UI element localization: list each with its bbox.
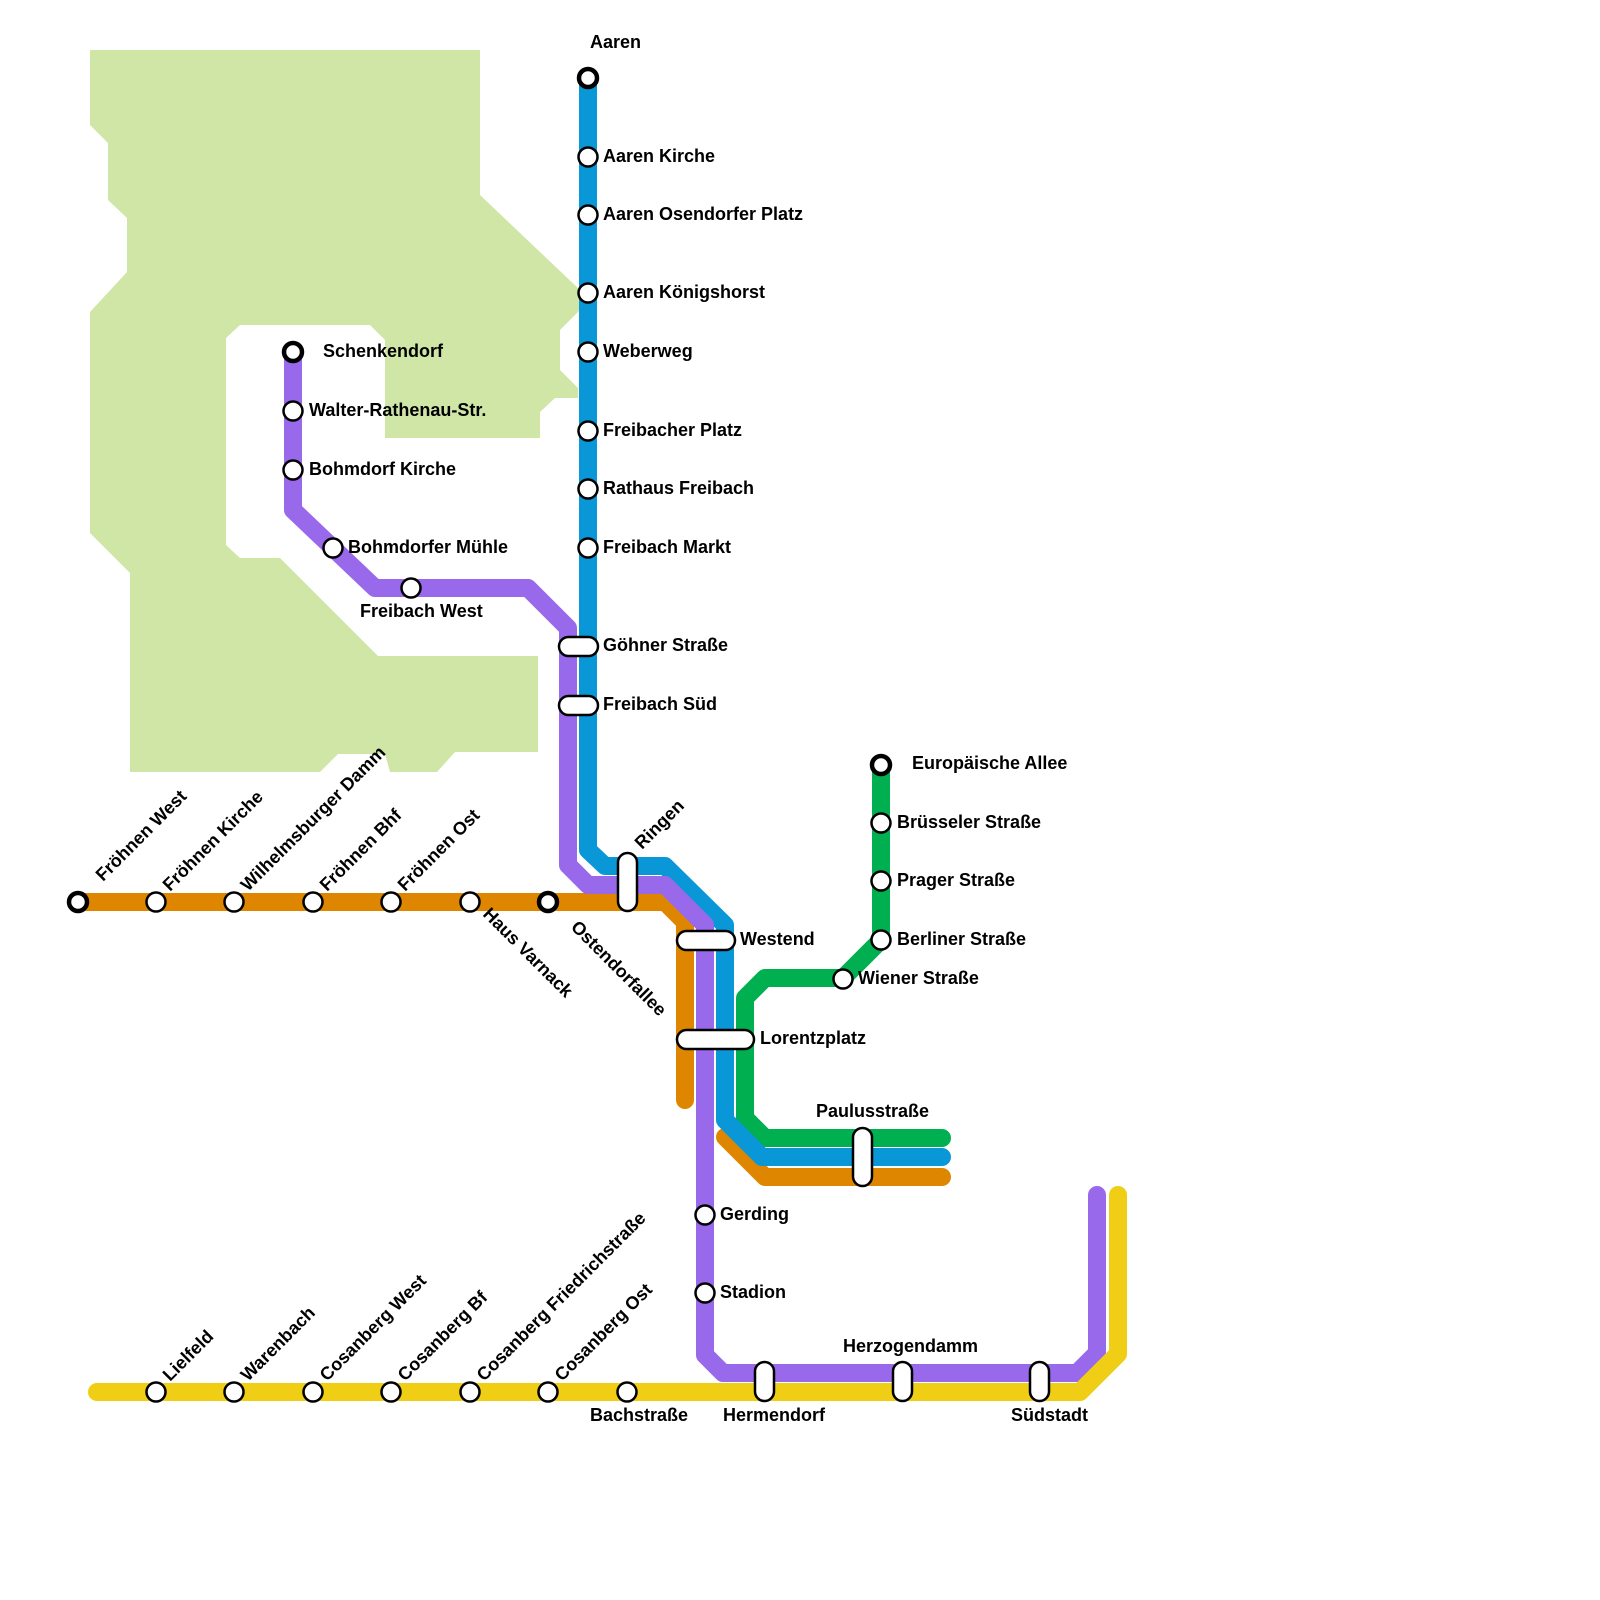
station-cosanberg-ost[interactable] bbox=[537, 1381, 559, 1403]
station-goehner-strasse[interactable] bbox=[557, 635, 600, 658]
label-berliner-strasse: Berliner Straße bbox=[897, 929, 1026, 949]
station-paulusstrasse[interactable] bbox=[851, 1126, 874, 1188]
station-ringen[interactable] bbox=[616, 851, 639, 913]
label-rathaus-freibach: Rathaus Freibach bbox=[603, 478, 754, 498]
station-rathaus-freibach[interactable] bbox=[577, 478, 599, 500]
station-wiener-strasse[interactable] bbox=[832, 968, 854, 990]
label-europaeische-allee: Europäische Allee bbox=[912, 753, 1067, 773]
station-prager-strasse[interactable] bbox=[870, 870, 892, 892]
label-lielfeld: Lielfeld bbox=[159, 1326, 218, 1385]
station-aaren-koenigshorst[interactable] bbox=[577, 282, 599, 304]
label-goehner-strasse: Göhner Straße bbox=[603, 635, 728, 655]
label-aaren-koenigshorst: Aaren Königshorst bbox=[603, 282, 765, 302]
label-hermendorf: Hermendorf bbox=[723, 1405, 826, 1425]
label-warenbach: Warenbach bbox=[237, 1303, 319, 1385]
station-aaren-osendorfer-platz[interactable] bbox=[577, 204, 599, 226]
station-ostendorfallee[interactable] bbox=[536, 890, 560, 914]
station-bohmdorf-kirche[interactable] bbox=[282, 459, 304, 481]
label-wiener-strasse: Wiener Straße bbox=[858, 968, 979, 988]
label-freibacher-platz: Freibacher Platz bbox=[603, 420, 742, 440]
orange-line bbox=[69, 893, 694, 1109]
label-bachstrasse: Bachstraße bbox=[590, 1405, 688, 1425]
station-weberweg[interactable] bbox=[577, 341, 599, 363]
label-freibach-west: Freibach West bbox=[360, 601, 483, 621]
label-lorentzplatz: Lorentzplatz bbox=[760, 1028, 866, 1048]
station-herzogendamm[interactable] bbox=[891, 1360, 914, 1403]
station-stadion[interactable] bbox=[694, 1282, 716, 1304]
label-schenkendorf: Schenkendorf bbox=[323, 341, 444, 361]
station-haus-varnack[interactable] bbox=[459, 891, 481, 913]
station-bohmdorfer-muehle[interactable] bbox=[322, 537, 344, 559]
station-warenbach[interactable] bbox=[223, 1381, 245, 1403]
station-lielfeld[interactable] bbox=[145, 1381, 167, 1403]
label-walter-rathenau: Walter-Rathenau-Str. bbox=[309, 400, 486, 420]
orange-line-east bbox=[716, 1128, 951, 1186]
label-aaren: Aaren bbox=[590, 32, 641, 52]
station-freibach-sued[interactable] bbox=[557, 694, 600, 717]
yellow-line bbox=[88, 1186, 1127, 1401]
station-bachstrasse[interactable] bbox=[616, 1381, 638, 1403]
station-cosanberg-west[interactable] bbox=[302, 1381, 324, 1403]
station-bruesseler-strasse[interactable] bbox=[870, 812, 892, 834]
label-prager-strasse: Prager Straße bbox=[897, 870, 1015, 890]
label-froehnen-ost: Fröhnen Ost bbox=[394, 805, 484, 895]
label-paulusstrasse: Paulusstraße bbox=[816, 1101, 929, 1121]
station-freibach-markt[interactable] bbox=[577, 537, 599, 559]
label-bruesseler-strasse: Brüsseler Straße bbox=[897, 812, 1041, 832]
label-haus-varnack: Haus Varnack bbox=[479, 904, 577, 1002]
station-freibacher-platz[interactable] bbox=[577, 420, 599, 442]
label-suedstadt: Südstadt bbox=[1011, 1405, 1088, 1425]
label-froehnen-bhf: Fröhnen Bhf bbox=[316, 804, 407, 895]
label-ringen: Ringen bbox=[631, 796, 688, 853]
station-berliner-strasse[interactable] bbox=[870, 929, 892, 951]
station-lorentzplatz[interactable] bbox=[675, 1028, 756, 1051]
label-aaren-kirche: Aaren Kirche bbox=[603, 146, 715, 166]
station-hermendorf[interactable] bbox=[753, 1360, 776, 1403]
label-ostendorfallee: Ostendorfallee bbox=[567, 917, 670, 1020]
station-cosanberg-friedrichstrasse[interactable] bbox=[459, 1381, 481, 1403]
station-froehnen-kirche[interactable] bbox=[145, 891, 167, 913]
station-westend[interactable] bbox=[675, 929, 737, 952]
station-aaren[interactable] bbox=[576, 66, 600, 90]
blue-line bbox=[579, 69, 951, 1166]
station-walter-rathenau[interactable] bbox=[282, 400, 304, 422]
label-aaren-osendorfer-platz: Aaren Osendorfer Platz bbox=[603, 204, 803, 224]
label-stadion: Stadion bbox=[720, 1282, 786, 1302]
label-gerding: Gerding bbox=[720, 1204, 789, 1224]
station-froehnen-west[interactable] bbox=[66, 890, 90, 914]
label-bohmdorfer-muehle: Bohmdorfer Mühle bbox=[348, 537, 508, 557]
label-weberweg: Weberweg bbox=[603, 341, 693, 361]
station-wilhelmsburger-damm[interactable] bbox=[223, 891, 245, 913]
park-area bbox=[90, 50, 580, 772]
label-bohmdorf-kirche: Bohmdorf Kirche bbox=[309, 459, 456, 479]
station-cosanberg-bf[interactable] bbox=[380, 1381, 402, 1403]
station-freibach-west[interactable] bbox=[400, 577, 422, 599]
station-froehnen-bhf[interactable] bbox=[302, 891, 324, 913]
label-freibach-sued: Freibach Süd bbox=[603, 694, 717, 714]
station-schenkendorf[interactable] bbox=[281, 340, 305, 364]
station-europaeische-allee[interactable] bbox=[869, 753, 893, 777]
station-aaren-kirche[interactable] bbox=[577, 146, 599, 168]
station-froehnen-ost[interactable] bbox=[380, 891, 402, 913]
label-freibach-markt: Freibach Markt bbox=[603, 537, 731, 557]
station-gerding[interactable] bbox=[694, 1204, 716, 1226]
station-suedstadt[interactable] bbox=[1028, 1360, 1051, 1403]
label-herzogendamm: Herzogendamm bbox=[843, 1336, 978, 1356]
label-westend: Westend bbox=[740, 929, 815, 949]
label-cosanberg-friedrichstrasse: Cosanberg Friedrichstraße bbox=[473, 1208, 650, 1385]
